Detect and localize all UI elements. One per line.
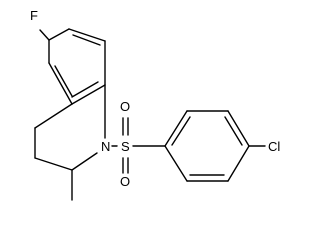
bond bbox=[34, 157, 73, 171]
bond bbox=[227, 110, 250, 147]
chlorine-label: Cl bbox=[268, 139, 280, 154]
bond bbox=[71, 152, 98, 171]
c-f-bond bbox=[39, 29, 50, 41]
bond bbox=[164, 145, 188, 182]
structure-diagram: F N S O O Cl bbox=[30, 8, 280, 201]
bond bbox=[227, 145, 250, 182]
bond bbox=[71, 81, 99, 98]
bond bbox=[71, 84, 106, 105]
sulfur-label: S bbox=[121, 139, 130, 154]
bond bbox=[164, 110, 188, 147]
bond bbox=[72, 34, 101, 46]
nitrogen-label: N bbox=[101, 139, 110, 154]
bond bbox=[48, 62, 73, 105]
molecule-drawing: F N S O O Cl bbox=[30, 8, 280, 201]
bond bbox=[48, 28, 70, 41]
oxygen-top-label: O bbox=[120, 99, 130, 114]
benzo-ring bbox=[48, 28, 106, 105]
bond bbox=[54, 65, 73, 97]
oxygen-bottom-label: O bbox=[120, 174, 130, 189]
chlorophenyl-ring bbox=[164, 110, 250, 182]
bond bbox=[171, 116, 191, 146]
saturated-ring bbox=[34, 84, 106, 171]
fluorine-label: F bbox=[30, 8, 38, 23]
bond bbox=[34, 103, 73, 129]
bond bbox=[68, 28, 106, 42]
bond bbox=[224, 116, 243, 146]
